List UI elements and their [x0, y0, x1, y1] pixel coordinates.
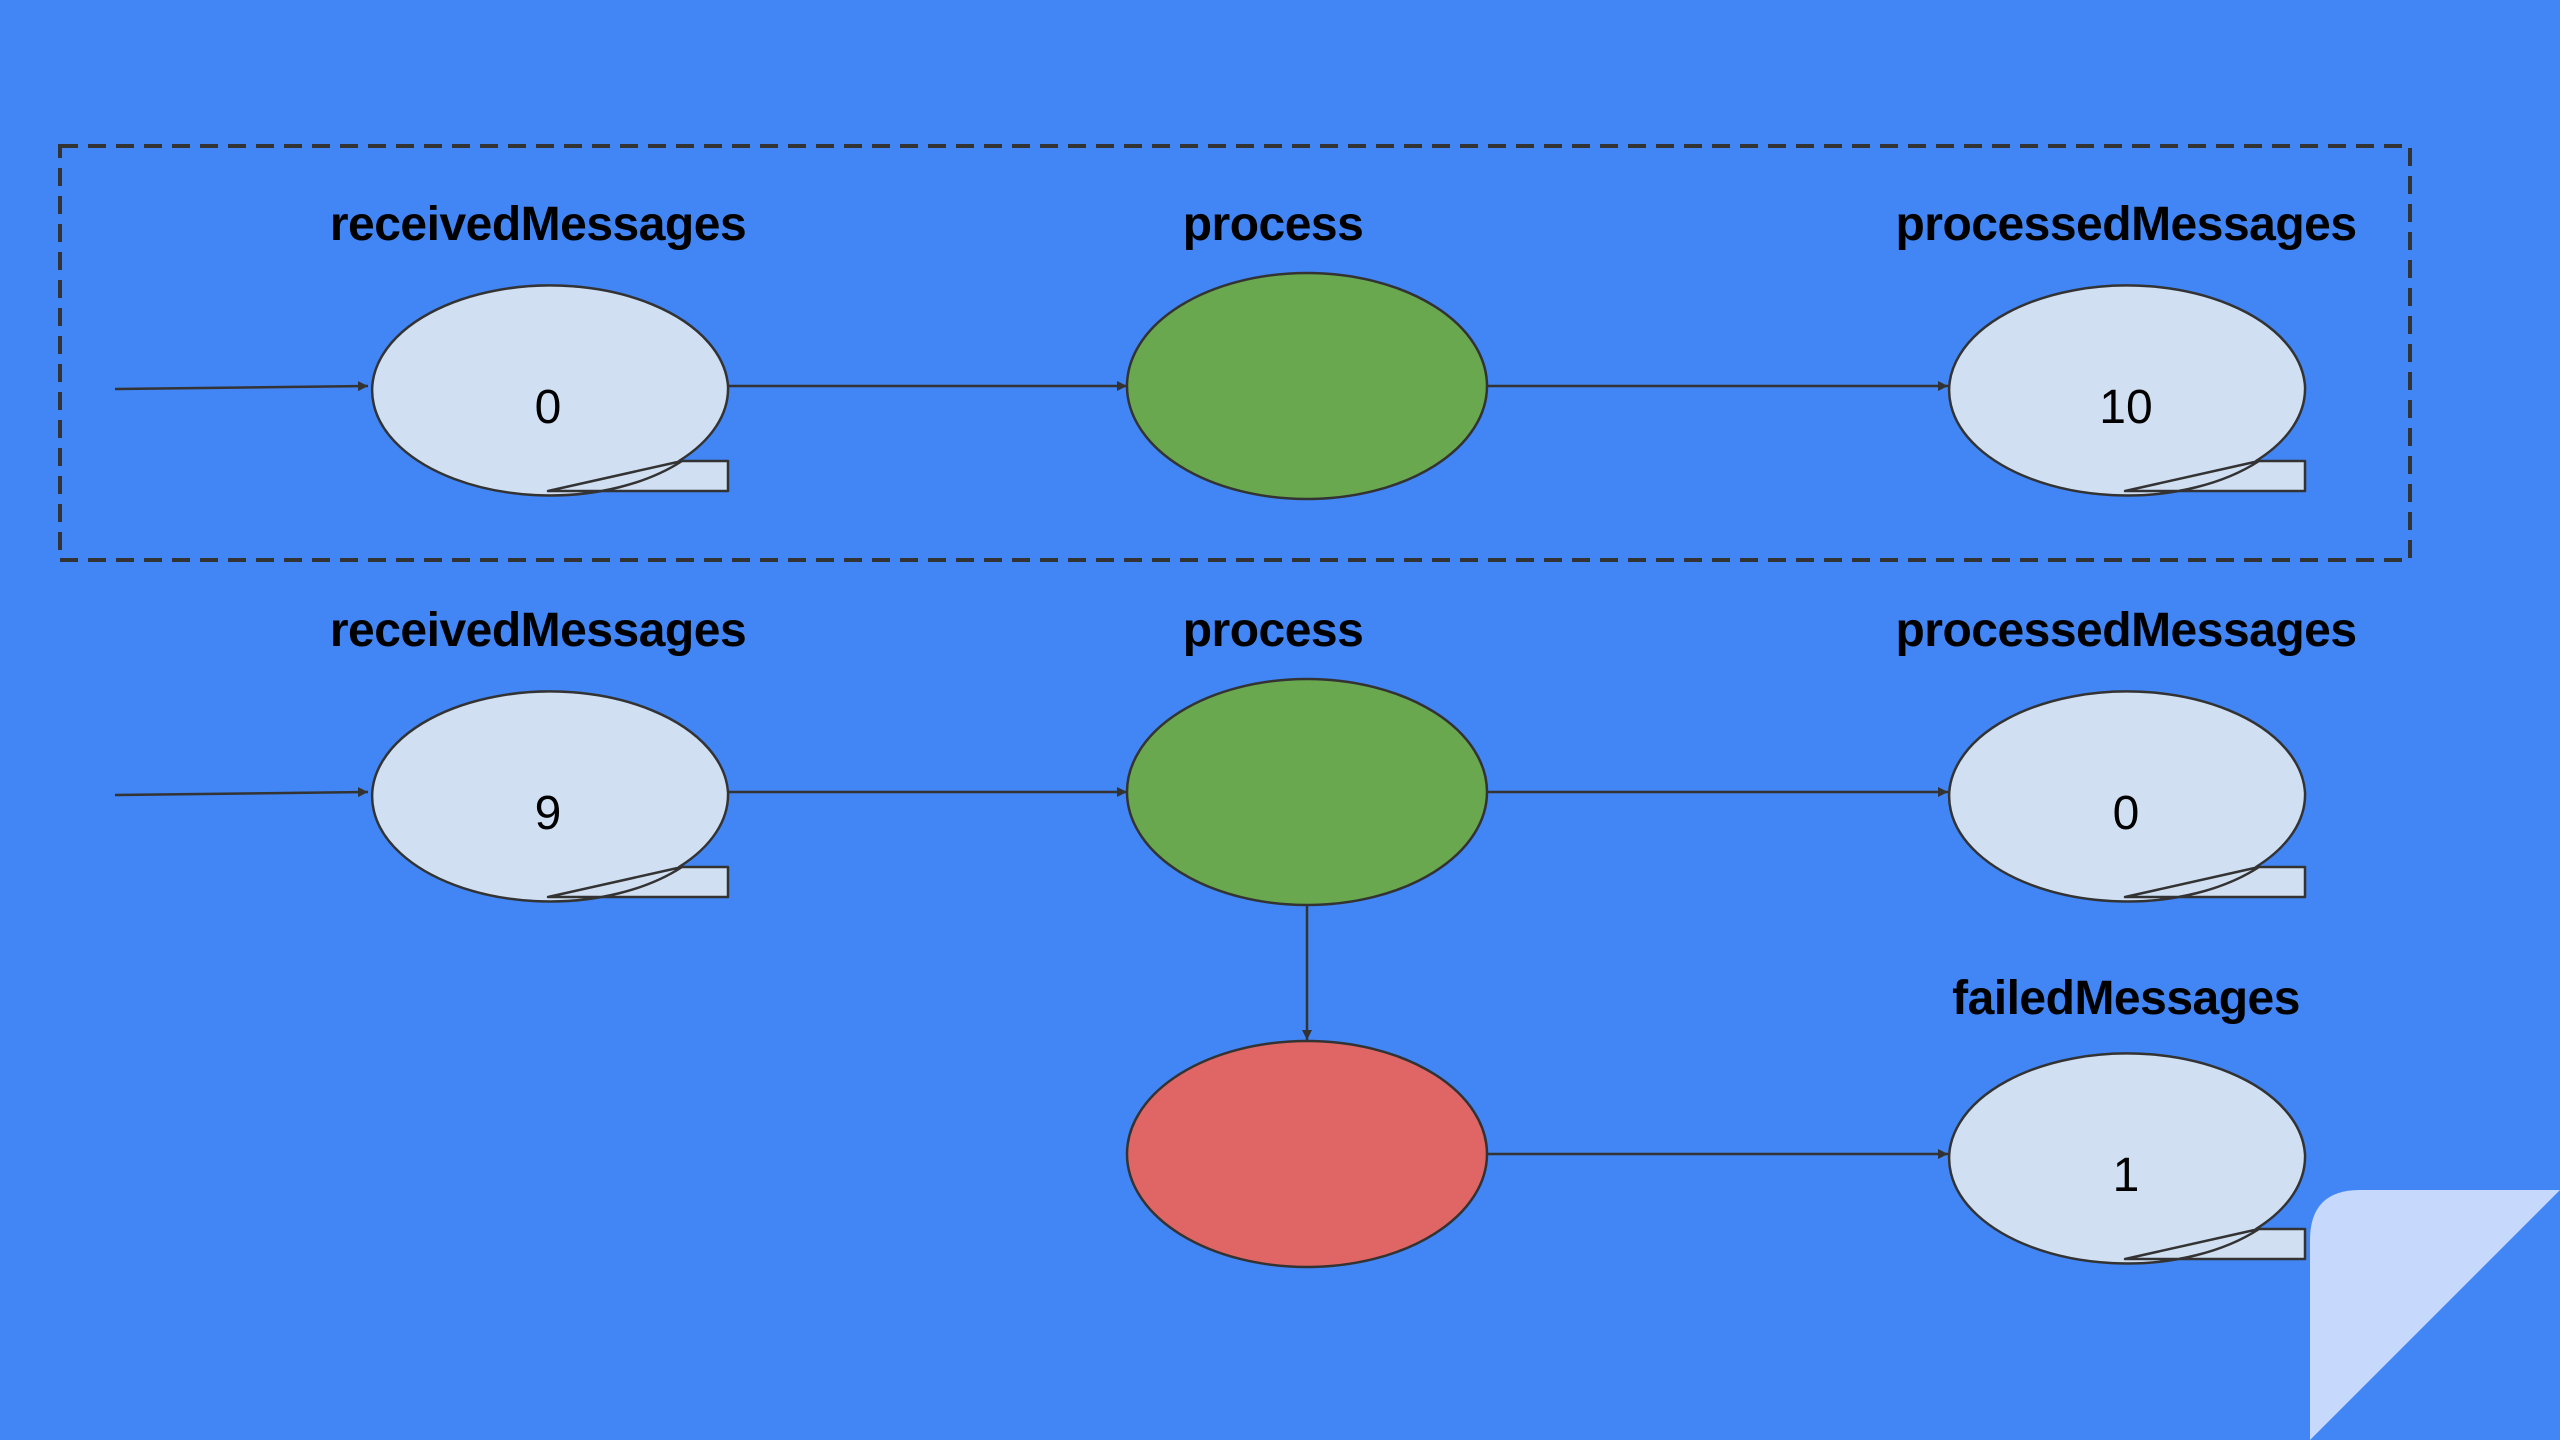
queue-label-processed-row-2: processedMessages	[1895, 604, 2357, 657]
highlight-box	[58, 144, 2412, 562]
queue-bubble-processed-row-2	[1947, 690, 2307, 903]
queue-count-processed-row-1: 10	[2099, 381, 2153, 434]
queue-count-failed: 1	[2112, 1149, 2140, 1202]
queue-label-failed: failedMessages	[1952, 972, 2300, 1025]
queue-count-processed-row-2: 0	[2112, 787, 2140, 840]
process-node-row-1	[1125, 271, 1489, 501]
queue-label-processed-row-1: processedMessages	[1895, 198, 2357, 251]
input-arrow-row-2	[114, 787, 369, 798]
process-label-row-1: process	[1182, 198, 1364, 251]
queue-bubble-received-row-1	[370, 284, 730, 497]
queue-count-received-row-1: 0	[534, 381, 562, 434]
process-node-row-2	[1125, 677, 1489, 907]
queue-bubble-failed	[1947, 1052, 2307, 1265]
page-curl	[2310, 1190, 2560, 1440]
queue-label-received-row-2: receivedMessages	[329, 604, 747, 657]
input-arrow-row-1	[114, 381, 369, 392]
queue-bubble-received-row-2	[370, 690, 730, 903]
failure-node	[1125, 1039, 1489, 1269]
queue-count-received-row-2: 9	[534, 787, 562, 840]
process-label-row-2: process	[1182, 604, 1364, 657]
queue-bubble-processed-row-1	[1947, 284, 2307, 497]
queue-label-received-row-1: receivedMessages	[329, 198, 747, 251]
